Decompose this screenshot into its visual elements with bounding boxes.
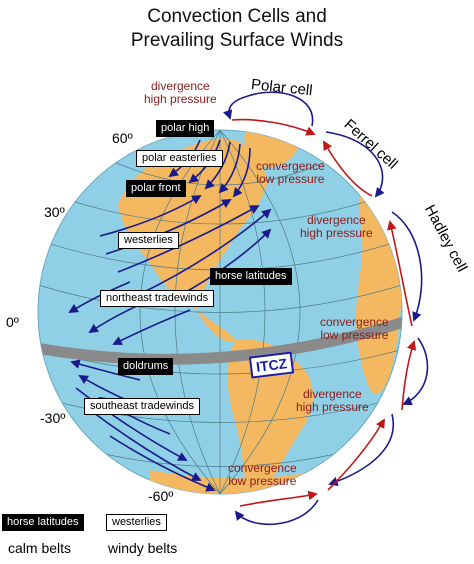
belt-label-polar-easterlies: polar easterlies [136,150,223,167]
latitude-label-30s: -30º [40,410,66,426]
belt-label-northeast-tradewinds: northeast tradewinds [100,290,215,307]
legend-windy-label: windy belts [108,540,178,556]
belt-label-westerlies: westerlies [118,232,179,249]
longitude-lines [139,130,301,494]
legend-calm-sample: horse latitudes [2,514,84,531]
legend-calm-label: calm belts [8,540,72,556]
latitude-label-60s: -60º [148,488,174,504]
belt-label-polar-front: polar front [126,180,186,197]
convection-cell-arrows [223,91,429,526]
antarctica-land [150,470,320,494]
legend-windy-sample: westerlies [106,514,167,531]
belt-label-doldrums: doldrums [118,358,174,375]
south-america-land [227,339,314,494]
latitude-label-30n: 30º [44,204,65,220]
central-america-land [197,310,236,343]
belt-label-southeast-tradewinds: southeast tradewinds [84,398,200,415]
latitude-label-equator: 0º [6,314,19,330]
latitude-label-60n: 60º [112,130,133,146]
itcz-band [38,316,402,365]
title-line-1: Convection Cells and [147,6,327,27]
belt-label-horse-latitudes: horse latitudes [210,268,292,285]
title-line-2: Prevailing Surface Winds [130,30,344,51]
belt-label-polar-high: polar high [156,120,215,137]
